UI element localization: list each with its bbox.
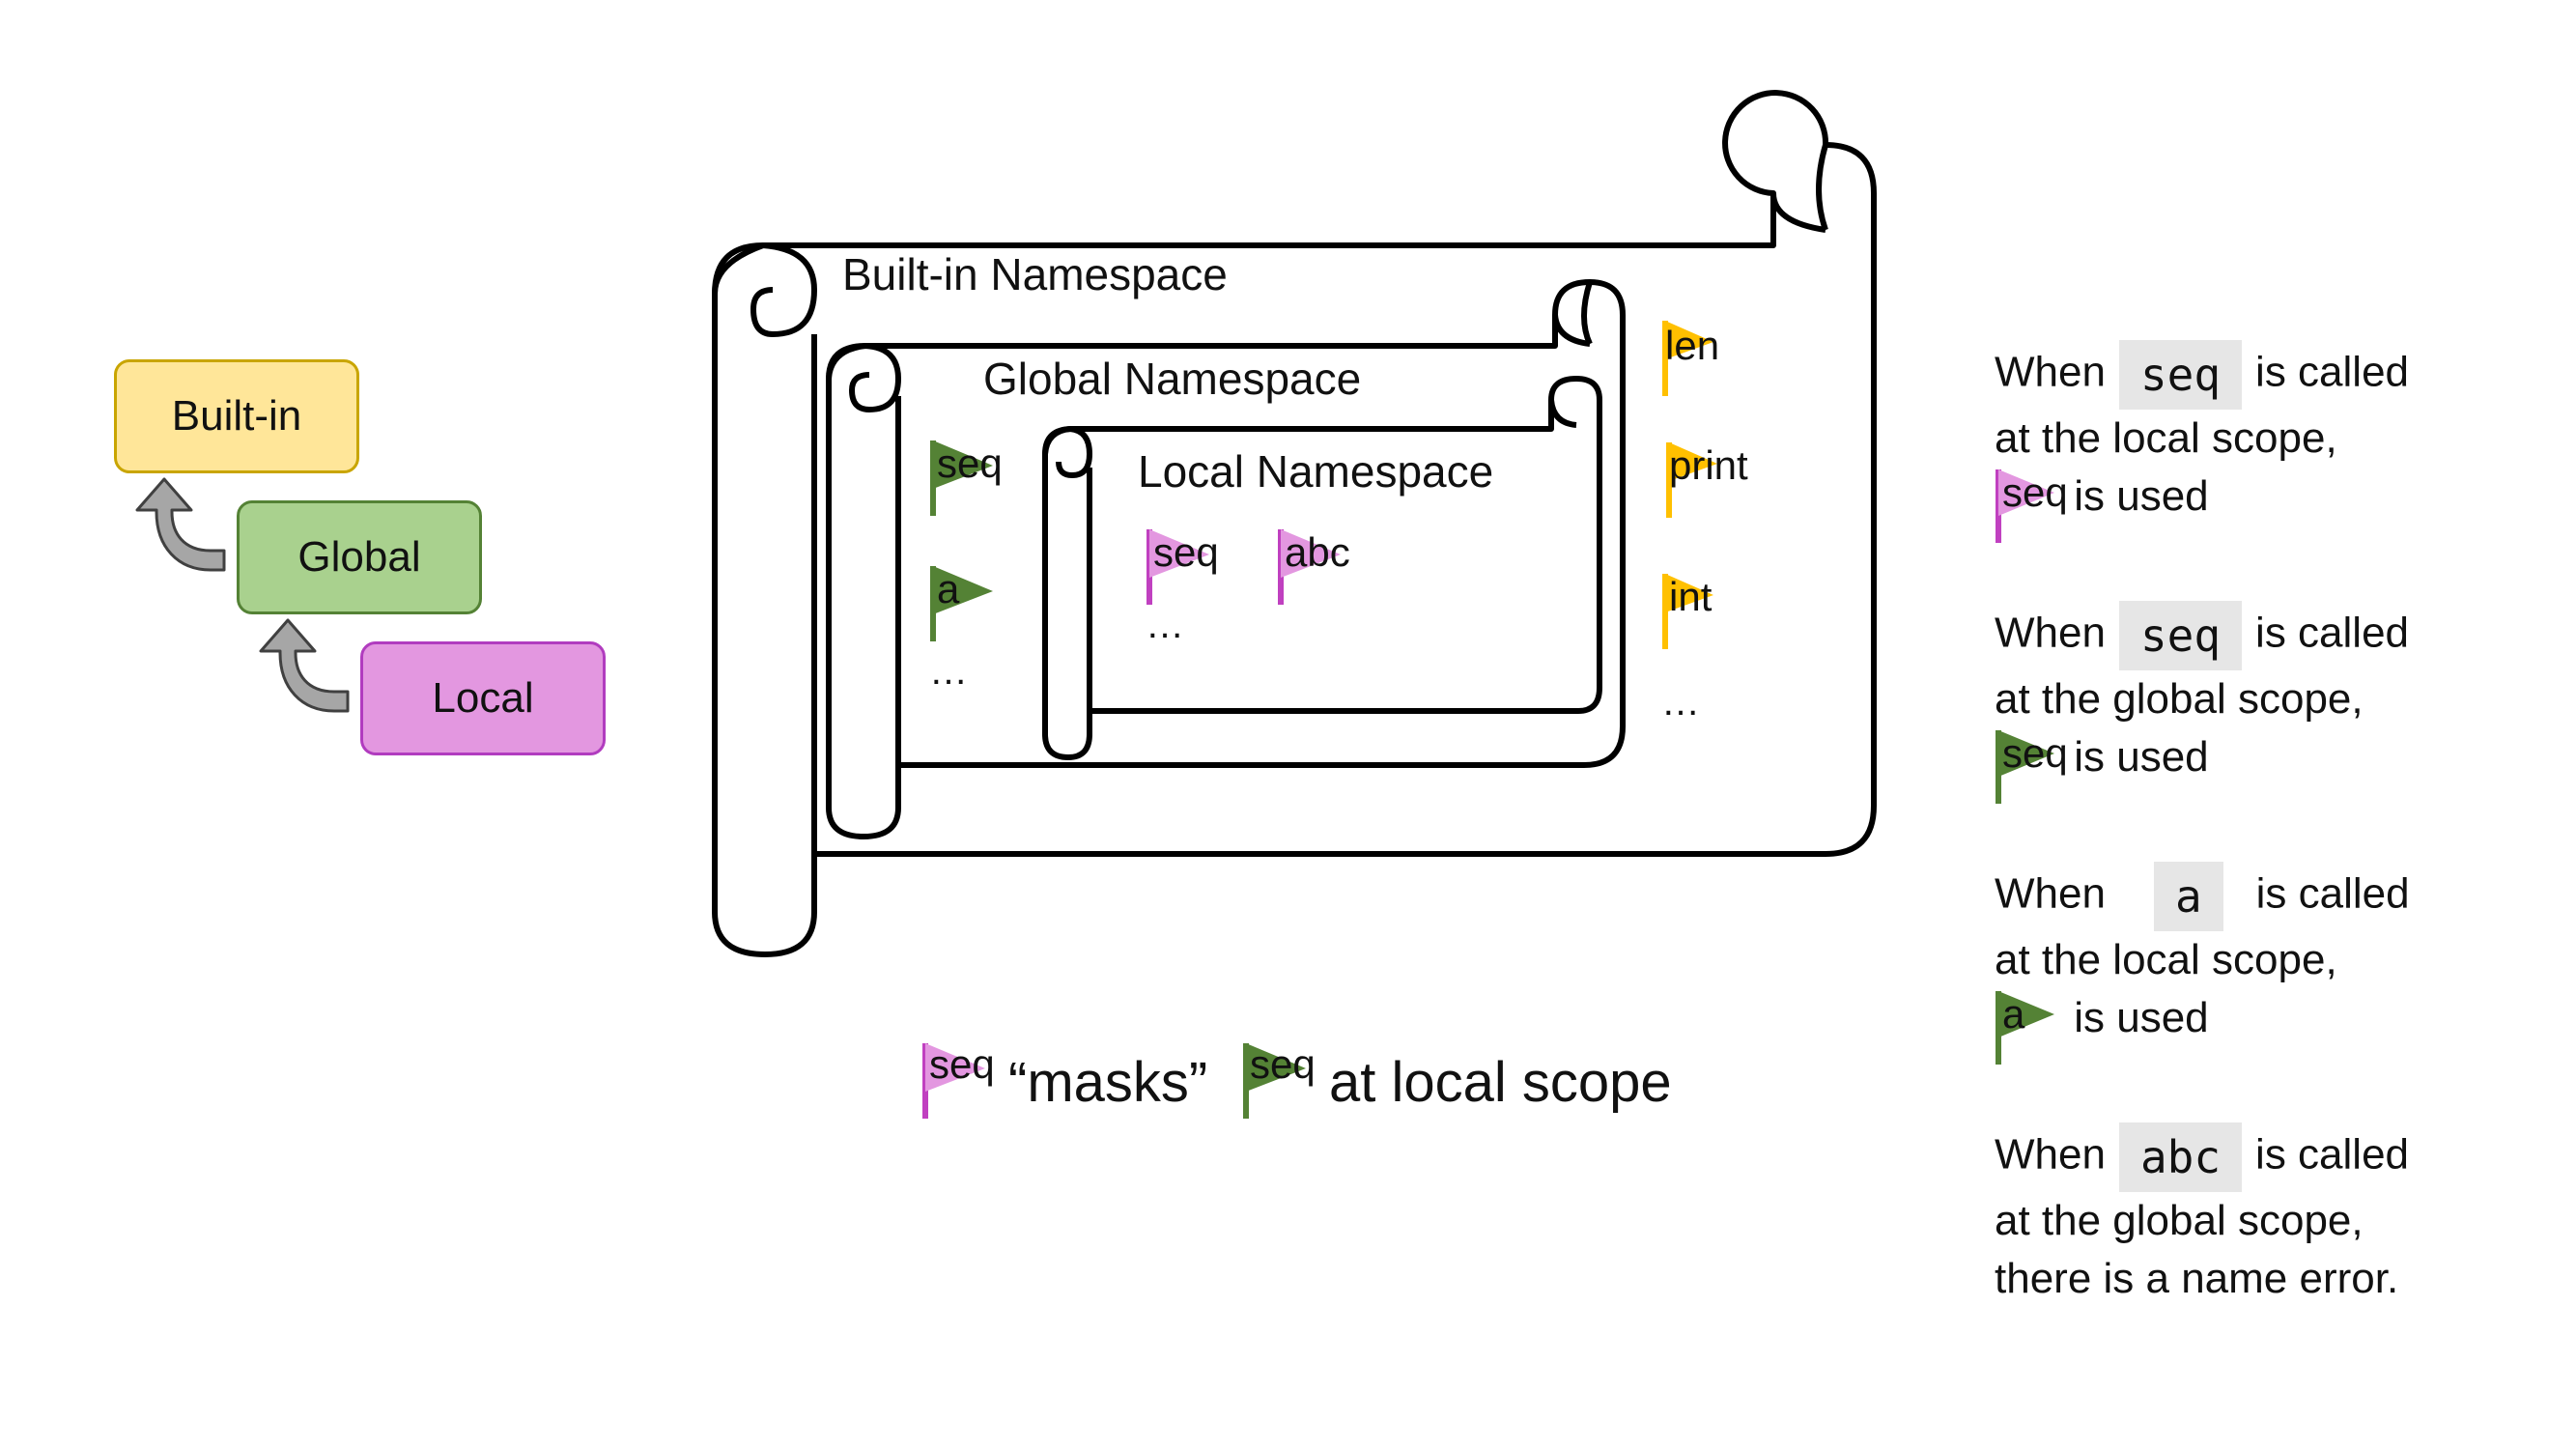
global-namespace-title: Global Namespace <box>983 354 1361 404</box>
local-namespace-scroll <box>1042 376 1602 760</box>
local-name-abc: abc <box>1285 529 1350 575</box>
note-line3: there is a name error. <box>1995 1255 2399 1302</box>
note-when: When <box>1995 348 2106 396</box>
note-when: When <box>1995 1130 2106 1179</box>
builtin-name-print: print <box>1669 442 1748 488</box>
arrow-global-to-builtin-icon <box>135 477 226 572</box>
builtin-name-int: int <box>1669 574 1713 619</box>
note-line2: at the global scope, <box>1995 1197 2364 1244</box>
note-called: is called <box>2255 348 2410 396</box>
flag-icon: seq <box>1995 469 2068 544</box>
builtin-namespace-title: Built-in Namespace <box>842 249 1228 299</box>
caption-flag1-label: seq <box>929 1041 995 1087</box>
note-line2: at the global scope, <box>1995 675 2364 723</box>
hierarchy-builtin-label: Built-in <box>171 392 302 440</box>
note-line3: is used <box>2074 994 2209 1041</box>
hierarchy-local-label: Local <box>432 674 534 722</box>
hierarchy-global-box: Global <box>237 500 482 614</box>
hierarchy-global-label: Global <box>297 533 421 581</box>
note-called: is called <box>2255 1130 2410 1179</box>
note-called: is called <box>2255 609 2410 657</box>
caption-masks: “masks” <box>1008 1051 1207 1114</box>
local-name-ellipsis: … <box>1146 604 1184 646</box>
caption: seq “masks” seq at local scope <box>925 1041 1672 1119</box>
global-name-seq: seq <box>937 440 1003 486</box>
local-namespace-title: Local Namespace <box>1138 446 1493 497</box>
caption-rest: at local scope <box>1329 1051 1672 1114</box>
hierarchy-builtin-box: Built-in <box>114 359 359 473</box>
local-name-seq: seq <box>1153 529 1219 575</box>
code-chip: seq <box>2118 601 2243 670</box>
global-namespace-scroll <box>826 279 1626 839</box>
note-called: is called <box>2255 869 2410 918</box>
note-line2: at the local scope, <box>1995 936 2337 983</box>
builtin-name-ellipsis: … <box>1661 681 1700 724</box>
global-name-a: a <box>937 566 960 611</box>
flag-label: a <box>2002 991 2025 1037</box>
note-line2: at the local scope, <box>1995 414 2337 462</box>
builtin-name-len: len <box>1665 323 1719 368</box>
code-chip: abc <box>2118 1122 2243 1192</box>
builtin-namespace-scroll <box>712 90 1877 957</box>
code-chip: a <box>2153 862 2223 931</box>
note-when: When <box>1995 869 2106 918</box>
note-when: When <box>1995 609 2106 657</box>
code-chip: seq <box>2118 340 2243 410</box>
hierarchy-local-box: Local <box>360 641 606 755</box>
flag-label: seq <box>2002 469 2068 516</box>
arrow-local-to-global-icon <box>259 618 350 713</box>
flag-label: seq <box>2002 730 2068 777</box>
flag-icon: a <box>1995 991 2062 1065</box>
note-line3: is used <box>2074 733 2209 781</box>
global-name-ellipsis: … <box>929 650 968 693</box>
note-line3: is used <box>2074 472 2209 520</box>
caption-flag2-label: seq <box>1250 1041 1316 1087</box>
flag-icon: seq <box>1995 730 2068 805</box>
